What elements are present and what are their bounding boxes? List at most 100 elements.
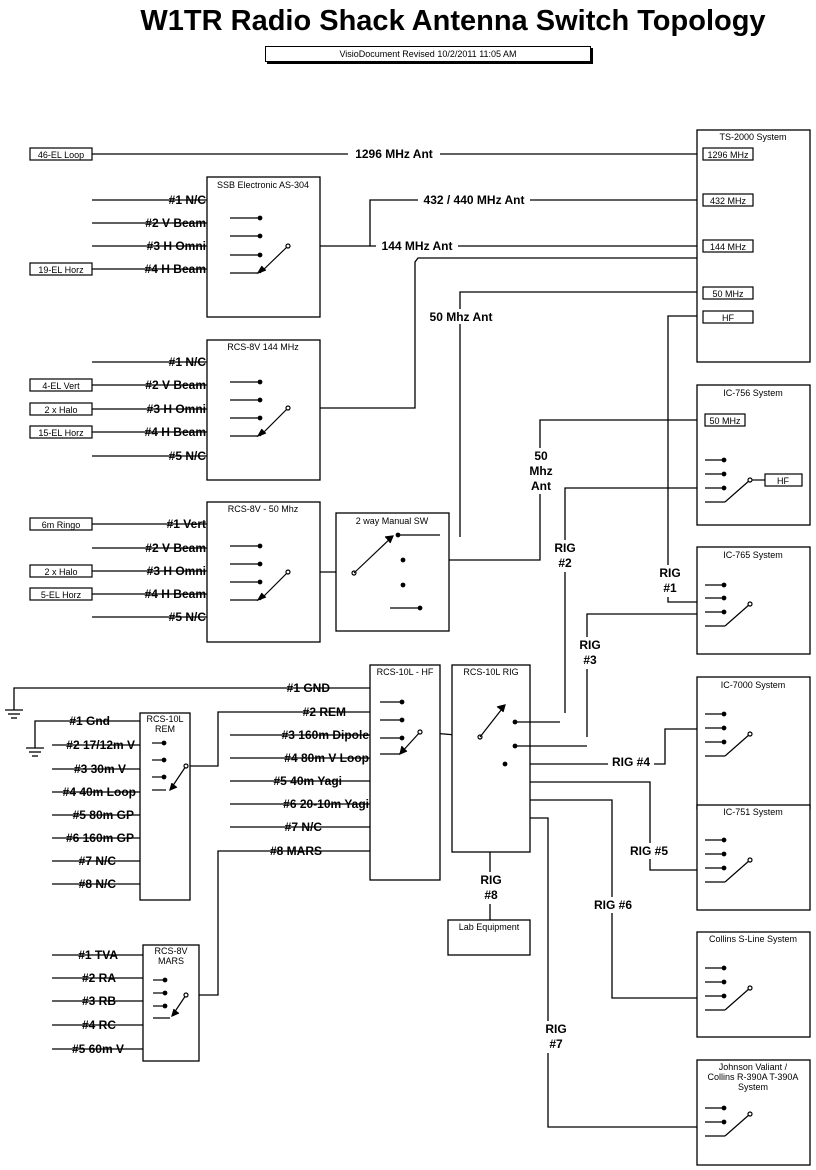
label-rig2-2: #2 [558, 556, 572, 570]
collins-box[interactable] [696, 931, 811, 1038]
label-432-ant: 432 / 440 MHz Ant [424, 193, 525, 207]
box-titles: SSB Electronic AS-304 RCS-8V 144 MHz RCS… [146, 132, 798, 1092]
rcs144-port-1: #1 N/C [169, 355, 207, 369]
ic7000-box[interactable] [696, 676, 811, 810]
label-50b-3: Ant [531, 479, 551, 493]
mars-port-3: #3 RB [82, 994, 116, 1008]
ts2000-port-144: 144 MHz [710, 242, 747, 252]
collins-title: Collins S-Line System [709, 934, 797, 944]
rem-port-7: #7 N/C [79, 854, 117, 868]
line-labels: 1296 MHz Ant 432 / 440 MHz Ant 144 MHz A… [355, 147, 680, 1051]
label-50b-1: 50 [534, 449, 548, 463]
manual-switch-title: 2 way Manual SW [356, 516, 429, 526]
rcs10hf-port-3: #3 160m Dipole [282, 728, 370, 742]
antenna-label-boxes [29, 147, 803, 601]
rcs10hf-switch-box[interactable] [369, 664, 441, 881]
rcs50-port-1: #1 Vert [167, 517, 206, 531]
lab-equipment-title: Lab Equipment [459, 922, 520, 932]
ic751-title: IC-751 System [723, 807, 783, 817]
ts2000-port-50: 50 MHz [712, 289, 744, 299]
ground-symbol-rem [26, 747, 44, 757]
ic7000-title: IC-7000 System [721, 680, 786, 690]
switch-contacts [152, 215, 765, 1137]
rem-switch-subtitle: REM [155, 724, 175, 734]
ic765-box[interactable] [696, 546, 811, 655]
ic756-title: IC-756 System [723, 388, 783, 398]
label-rig1-1: RIG [659, 566, 680, 580]
label-rig5: RIG #5 [630, 844, 668, 858]
ic765-title: IC-765 System [723, 550, 783, 560]
revision-note: VisioDocument Revised 10/2/2011 11:05 AM [265, 46, 591, 62]
port-lines [52, 199, 370, 1050]
rcs144-port-4: #4 H Beam [145, 425, 206, 439]
rem-port-2: #2 17/12m V [66, 738, 135, 752]
mars-switch-box[interactable] [142, 944, 200, 1062]
ground-symbol [5, 709, 23, 719]
port-labels: #1 N/C #2 V Beam #3 H Omni #4 H Beam #1 … [63, 193, 370, 1056]
label-rig8-1: RIG [480, 873, 501, 887]
antenna-5el-horz: 5-EL Horz [41, 590, 82, 600]
rem-port-4: #4 40m Loop [63, 785, 136, 799]
mars-switch-subtitle: MARS [158, 956, 184, 966]
antenna-6m-ringo: 6m Ringo [42, 520, 81, 530]
rcs10hf-port-5: #5 40m Yagi [274, 774, 343, 788]
mars-port-5: #5 60m V [72, 1042, 124, 1056]
label-rig1-2: #1 [663, 581, 677, 595]
ic756-box[interactable] [696, 384, 811, 526]
rcs50-port-2: #2 V Beam [145, 541, 206, 555]
rcs10hf-port-8: #8 MARS [270, 844, 322, 858]
label-rig7-2: #7 [549, 1037, 563, 1051]
label-144-ant: 144 MHz Ant [382, 239, 453, 253]
lab-equipment-box[interactable] [447, 919, 531, 956]
ssb-switch-box[interactable] [206, 176, 321, 318]
antenna-4el-vert: 4-EL Vert [42, 381, 80, 391]
rem-port-5: #5 80m GP [73, 808, 134, 822]
mars-switch-title: RCS-8V [154, 946, 187, 956]
page-title: W1TR Radio Shack Antenna Switch Topology [140, 5, 766, 37]
rem-switch-title: RCS-10L [146, 714, 183, 724]
mars-port-2: #2 RA [82, 971, 116, 985]
rem-port-8: #8 N/C [79, 877, 117, 891]
rcs10rig-switch-box[interactable] [451, 664, 531, 853]
ssb-port-3: #3 H Omni [147, 239, 206, 253]
line-label-bg [348, 146, 685, 1053]
johnson-title-1: Johnson Valiant / [719, 1062, 788, 1072]
antenna-2x-halo-50: 2 x Halo [44, 567, 77, 577]
rcs144-switch-box[interactable] [206, 339, 321, 481]
label-rig3-2: #3 [583, 653, 597, 667]
ts2000-port-432: 432 MHz [710, 196, 747, 206]
label-1296-ant: 1296 MHz Ant [355, 147, 433, 161]
ts2000-title: TS-2000 System [719, 132, 786, 142]
ic751-box[interactable] [696, 804, 811, 911]
antenna-label-texts: 46-EL Loop 19-EL Horz 4-EL Vert 2 x Halo… [38, 150, 790, 600]
rcs10rig-switch-title: RCS-10L RIG [463, 667, 518, 677]
label-rig4: RIG #4 [612, 755, 650, 769]
rcs50-switch-title: RCS-8V - 50 Mhz [228, 504, 299, 514]
rcs10hf-port-4: #4 80m V Loop [284, 751, 369, 765]
johnson-box[interactable] [696, 1059, 811, 1166]
rcs10hf-port-1: #1 GND [287, 681, 331, 695]
rcs144-switch-title: RCS-8V 144 MHz [227, 342, 299, 352]
rcs50-switch-box[interactable] [206, 501, 321, 643]
rcs50-port-5: #5 N/C [169, 610, 207, 624]
antenna-46el-loop: 46-EL Loop [38, 150, 84, 160]
rcs10hf-port-7: #7 N/C [285, 820, 323, 834]
rcs10hf-switch-title: RCS-10L - HF [377, 667, 434, 677]
ssb-port-4: #4 H Beam [145, 262, 206, 276]
ssb-port-1: #1 N/C [169, 193, 207, 207]
wires [13, 153, 697, 1128]
ic756-port-50: 50 MHz [709, 416, 741, 426]
label-rig6: RIG #6 [594, 898, 632, 912]
label-50b-2: Mhz [529, 464, 552, 478]
rem-port-6: #6 160m GP [66, 831, 134, 845]
label-rig8-2: #8 [484, 888, 498, 902]
rcs144-port-3: #3 H Omni [147, 402, 206, 416]
ic756-port-hf: HF [777, 476, 789, 486]
rem-port-3: #3 30m V [74, 762, 126, 776]
antenna-15el-horz: 15-EL Horz [38, 428, 84, 438]
rem-port-1: #1 Gnd [69, 714, 110, 728]
label-rig7-1: RIG [545, 1022, 566, 1036]
mars-port-1: #1 TVA [78, 948, 118, 962]
mars-port-4: #4 RC [82, 1018, 116, 1032]
